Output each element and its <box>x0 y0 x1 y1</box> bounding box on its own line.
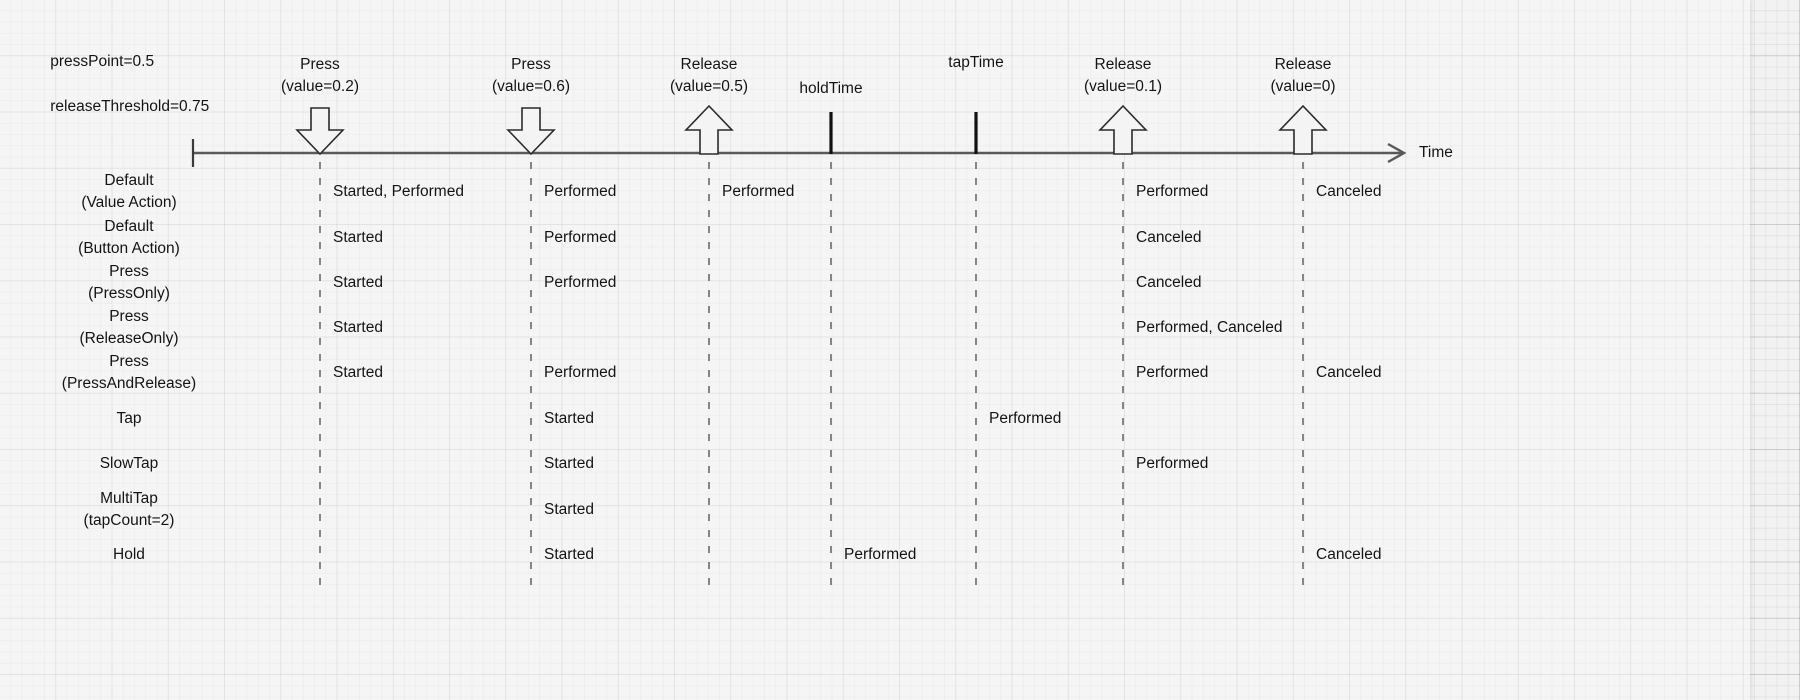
param-presspoint: pressPoint=0.5 <box>50 52 155 70</box>
cell-holdtime-8: Performed <box>844 546 917 563</box>
cell-release-2-1: Canceled <box>1136 229 1202 246</box>
event-label-press-2: Press (value=0.6) <box>492 54 570 98</box>
cell-press-2-6: Started <box>544 455 594 472</box>
row-label-slowtap: SlowTap <box>100 453 159 475</box>
row-label-press-releaseonly: Press (ReleaseOnly) <box>79 306 178 350</box>
event-label-value: (value=0.6) <box>492 78 570 95</box>
event-label-title: Release <box>1274 56 1332 73</box>
event-label-title: Release <box>1094 56 1152 73</box>
param-releasethreshold: releaseThreshold=0.75 <box>50 97 210 115</box>
row-label-detail: (Value Action) <box>81 194 177 211</box>
event-label-title: tapTime <box>948 54 1004 71</box>
row-label-detail: (ReleaseOnly) <box>79 330 179 347</box>
cell-press-1-2: Started <box>333 274 383 291</box>
row-label-hold: Hold <box>113 544 145 566</box>
cell-press-2-0: Performed <box>544 183 617 200</box>
row-label-detail: (PressOnly) <box>88 285 170 302</box>
row-label-multitap-tapcount-2: MultiTap (tapCount=2) <box>84 488 175 532</box>
row-label-name: Default <box>104 172 154 189</box>
cell-press-2-8: Started <box>544 546 594 563</box>
event-label-title: holdTime <box>799 80 863 97</box>
row-label-detail: (Button Action) <box>78 240 180 257</box>
row-label-name: Default <box>104 218 154 235</box>
row-label-default-button-action: Default (Button Action) <box>78 216 180 260</box>
event-label-title: Press <box>511 56 551 73</box>
cell-press-1-1: Started <box>333 229 383 246</box>
release-arrow-release-1 <box>684 104 734 155</box>
event-label-value: (value=0) <box>1270 78 1336 95</box>
row-label-press-pressonly: Press (PressOnly) <box>88 261 170 305</box>
cell-press-2-7: Started <box>544 501 594 518</box>
row-label-name: Press <box>109 353 149 370</box>
cell-press-2-1: Performed <box>544 229 617 246</box>
event-label-release-1: Release (value=0.5) <box>670 54 748 98</box>
event-label-value: (value=0.1) <box>1084 78 1162 95</box>
event-label-press-1: Press (value=0.2) <box>281 54 359 98</box>
row-label-detail: (tapCount=2) <box>83 512 175 529</box>
time-axis-arrowhead <box>1387 142 1407 164</box>
row-label-name: Press <box>109 263 149 280</box>
cell-press-2-5: Started <box>544 410 594 427</box>
cell-release-2-2: Canceled <box>1136 274 1202 291</box>
cell-press-2-4: Performed <box>544 364 617 381</box>
cell-press-1-3: Started <box>333 319 383 336</box>
row-label-press-pressandrelease: Press (PressAndRelease) <box>62 351 196 395</box>
row-label-tap: Tap <box>117 408 142 430</box>
release-arrow-release-3 <box>1278 104 1328 155</box>
row-label-name: SlowTap <box>99 455 159 472</box>
event-label-release-3: Release (value=0) <box>1270 54 1335 98</box>
release-arrow-release-2 <box>1098 104 1148 155</box>
event-label-value: (value=0.2) <box>281 78 359 95</box>
cell-taptime-5: Performed <box>989 410 1062 427</box>
cell-press-1-4: Started <box>333 364 383 381</box>
row-label-name: Press <box>109 308 149 325</box>
event-label-title: Press <box>300 56 340 73</box>
cell-release-2-6: Performed <box>1136 455 1209 472</box>
cell-release-1-0: Performed <box>722 183 795 200</box>
cell-release-3-8: Canceled <box>1316 546 1382 563</box>
event-label-value: (value=0.5) <box>670 78 748 95</box>
row-label-detail: (PressAndRelease) <box>61 375 197 392</box>
cell-release-2-0: Performed <box>1136 183 1209 200</box>
cell-release-3-0: Canceled <box>1316 183 1382 200</box>
row-label-default-value-action: Default (Value Action) <box>81 170 176 214</box>
cell-release-2-3: Performed, Canceled <box>1136 319 1283 336</box>
row-label-name: Hold <box>113 546 145 563</box>
press-arrow-press-2 <box>506 107 556 156</box>
event-label-taptime: tapTime <box>948 52 1003 74</box>
cell-release-2-4: Performed <box>1136 364 1209 381</box>
row-label-name: Tap <box>116 410 142 427</box>
cell-release-3-4: Canceled <box>1316 364 1382 381</box>
cell-press-2-2: Performed <box>544 274 617 291</box>
event-label-holdtime: holdTime <box>799 78 862 100</box>
event-label-release-2: Release (value=0.1) <box>1084 54 1162 98</box>
event-label-title: Release <box>680 56 738 73</box>
press-arrow-press-1 <box>295 107 345 156</box>
row-label-name: MultiTap <box>100 490 158 507</box>
parameters-note: pressPoint=0.5 releaseThreshold=0.75 <box>33 28 209 141</box>
cell-press-1-0: Started, Performed <box>333 183 464 200</box>
axis-label-time: Time <box>1419 144 1453 161</box>
